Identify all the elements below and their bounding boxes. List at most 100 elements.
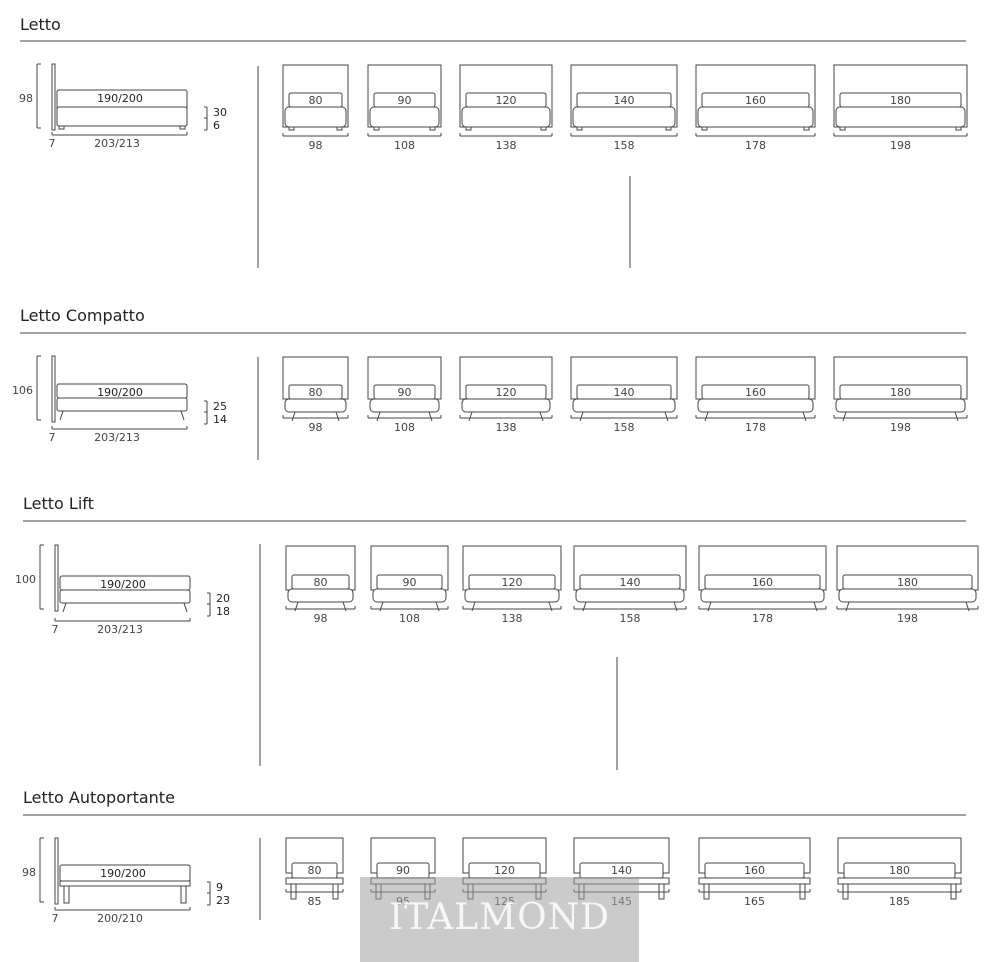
overall-length-label: 203/213 — [97, 623, 143, 636]
overall-width-label: 178 — [752, 612, 773, 625]
section-title: Letto Lift — [23, 494, 94, 513]
leg — [376, 411, 381, 422]
leg — [335, 411, 340, 422]
leg — [379, 601, 384, 612]
front-view-120: 120 138 — [462, 545, 562, 625]
right-dim-2: 6 — [213, 119, 220, 132]
leg — [180, 410, 185, 421]
mattress-length-label: 190/200 — [100, 867, 146, 880]
headboard — [51, 63, 56, 131]
mattress-width-label: 90 — [403, 576, 417, 589]
mattress-width-label: 140 — [614, 94, 635, 107]
overall-width-label: 178 — [745, 421, 766, 434]
leg — [540, 126, 547, 131]
leg — [429, 126, 436, 131]
leg — [701, 126, 708, 131]
height-label: 98 — [19, 92, 33, 105]
right-dim-1: 25 — [213, 400, 227, 413]
mattress-width-label: 90 — [398, 94, 412, 107]
overall-width-label: 178 — [745, 139, 766, 152]
overall-length-label: 200/210 — [97, 912, 143, 925]
leg — [582, 601, 587, 612]
overall-width-label: 98 — [309, 421, 323, 434]
front-view-160: 160 178 — [695, 356, 816, 434]
leg — [288, 126, 295, 131]
bed-base — [56, 397, 188, 412]
leg — [842, 411, 847, 422]
height-label: 106 — [12, 384, 33, 397]
bed-base — [697, 398, 814, 413]
right-dim-1: 9 — [216, 881, 223, 894]
bed-base — [369, 106, 440, 128]
overall-width-label: 138 — [502, 612, 523, 625]
mattress-width-label: 140 — [614, 386, 635, 399]
leg — [965, 601, 970, 612]
bed-base — [461, 398, 551, 413]
height-label: 98 — [22, 866, 36, 879]
leg — [435, 601, 440, 612]
mattress-width-label: 180 — [890, 386, 911, 399]
front-view-180: 180 198 — [833, 356, 968, 434]
bed-base — [575, 588, 685, 603]
mattress-width-label: 90 — [396, 864, 410, 877]
height-label: 100 — [15, 573, 36, 586]
mattress-width-label: 140 — [620, 576, 641, 589]
leg — [673, 601, 678, 612]
leg — [471, 601, 476, 612]
overall-width-label: 198 — [890, 421, 911, 434]
overall-width-label: 165 — [744, 895, 765, 908]
section-title: Letto Compatto — [20, 306, 145, 325]
overall-length-label: 203/213 — [94, 137, 140, 150]
leg — [579, 411, 584, 422]
leg — [183, 602, 188, 613]
bed-base — [287, 588, 354, 603]
bed-frame — [837, 877, 962, 885]
bed-base — [284, 106, 347, 128]
headboard — [54, 837, 59, 905]
overall-width-label: 108 — [394, 139, 415, 152]
bed-frame — [59, 880, 191, 887]
overall-width-label: 138 — [496, 139, 517, 152]
bed-base — [697, 106, 814, 128]
leg — [465, 126, 472, 131]
mattress-width-label: 80 — [309, 386, 323, 399]
bed-base — [461, 106, 551, 128]
right-dim-2: 14 — [213, 413, 227, 426]
mattress-width-label: 120 — [502, 576, 523, 589]
leg — [62, 602, 67, 613]
leg — [180, 885, 187, 904]
overall-width-label: 108 — [394, 421, 415, 434]
mattress-width-label: 160 — [745, 386, 766, 399]
section-title: Letto Autoportante — [23, 788, 175, 807]
mattress-length-label: 190/200 — [97, 386, 143, 399]
right-dim-1: 30 — [213, 106, 227, 119]
mattress-width-label: 80 — [314, 576, 328, 589]
bed-frame — [698, 877, 811, 885]
bed-base — [369, 398, 440, 413]
right-dim-1: 20 — [216, 592, 230, 605]
headboard-thickness-label: 7 — [52, 912, 59, 925]
leg — [342, 601, 347, 612]
bed-base — [464, 588, 560, 603]
leg — [576, 126, 583, 131]
bed-base — [572, 398, 676, 413]
mattress-width-label: 80 — [309, 94, 323, 107]
section-title: Letto — [20, 15, 61, 34]
leg — [291, 411, 296, 422]
leg — [803, 126, 810, 131]
leg — [813, 601, 818, 612]
leg — [59, 410, 64, 421]
